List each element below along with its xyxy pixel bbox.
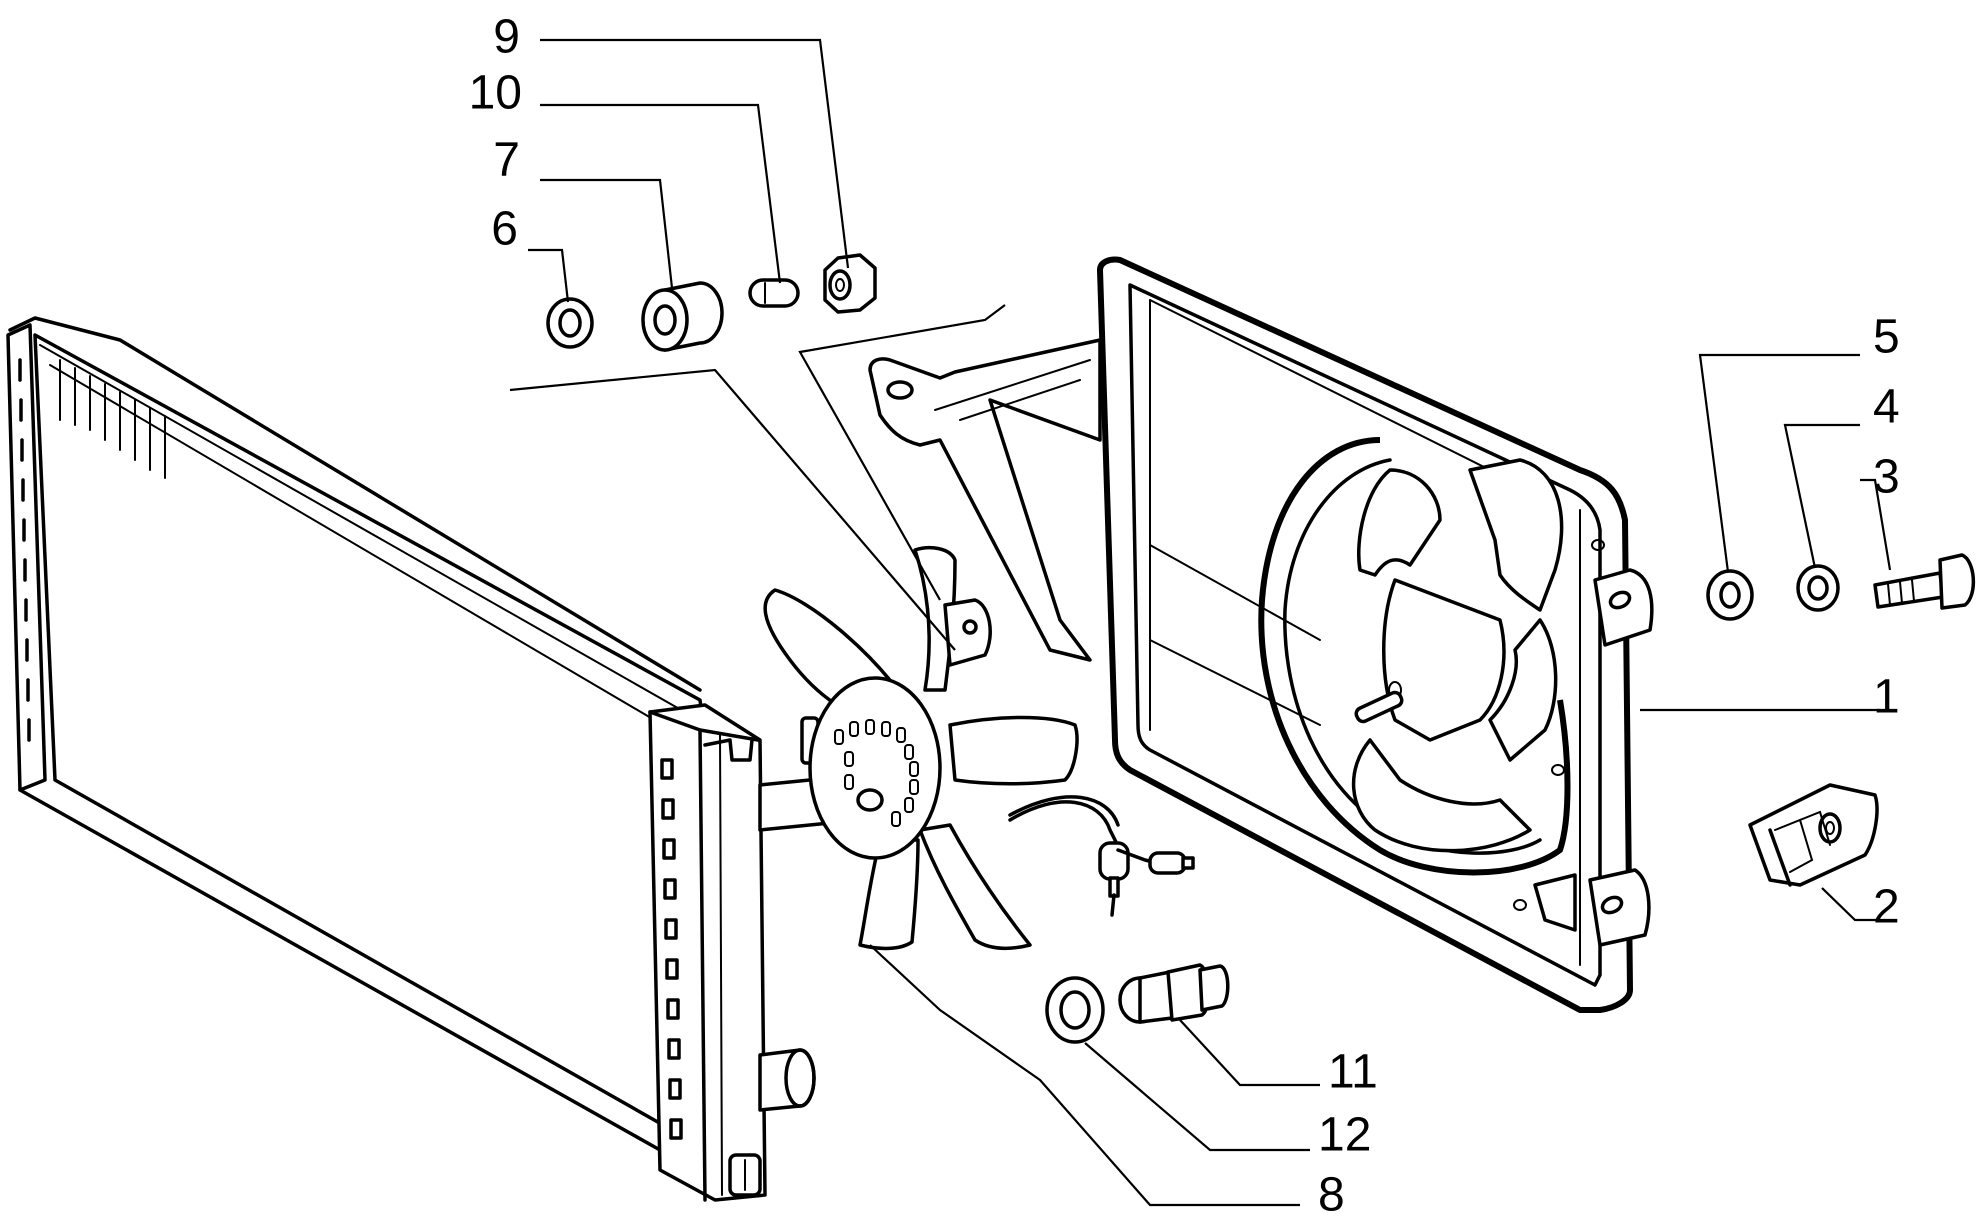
part-10-spacer xyxy=(748,278,800,308)
part-11-thermal-switch xyxy=(1118,963,1230,1024)
callout-1: 1 xyxy=(1873,671,1900,724)
callout-2: 2 xyxy=(1873,881,1900,934)
right-tank-slots xyxy=(660,758,683,1140)
callout-5: 5 xyxy=(1873,311,1900,364)
hub-vents xyxy=(834,719,919,827)
callout-12: 12 xyxy=(1318,1109,1371,1162)
fan-shroud xyxy=(868,256,1654,1013)
part-5-washer xyxy=(1706,569,1754,621)
leader-lines xyxy=(528,38,1892,1207)
callout-7: 7 xyxy=(493,134,520,187)
callout-labels: 9 10 7 6 5 4 3 1 2 11 12 8 xyxy=(469,11,1900,1222)
callout-6: 6 xyxy=(491,203,518,256)
radiator-hose-outlet xyxy=(758,1048,816,1112)
callout-10: 10 xyxy=(469,67,522,120)
fan-hub xyxy=(808,676,942,860)
fan-blade xyxy=(948,715,1079,786)
part-9-nut xyxy=(823,253,877,314)
fan-blade xyxy=(858,838,920,951)
fan-assembly xyxy=(758,546,1195,951)
assembly-lines xyxy=(509,304,1006,651)
drain-plug xyxy=(728,1153,762,1197)
radiator-fins xyxy=(59,359,166,479)
part-6-washer xyxy=(546,297,594,349)
callout-4: 4 xyxy=(1873,381,1900,434)
callout-11: 11 xyxy=(1328,1046,1378,1099)
part-7-bush xyxy=(641,281,724,352)
callout-8: 8 xyxy=(1318,1169,1345,1222)
callout-9: 9 xyxy=(493,11,520,64)
radiator xyxy=(6,316,816,1202)
part-2-resistor xyxy=(1748,783,1879,887)
left-tank-slots xyxy=(18,358,31,742)
part-12-seal xyxy=(1045,976,1105,1044)
callout-3: 3 xyxy=(1873,451,1900,504)
part-3-bolt xyxy=(1873,553,1976,610)
wire-connector xyxy=(1148,851,1195,875)
fan-blade xyxy=(918,823,1032,951)
part-4-washer xyxy=(1796,564,1840,612)
